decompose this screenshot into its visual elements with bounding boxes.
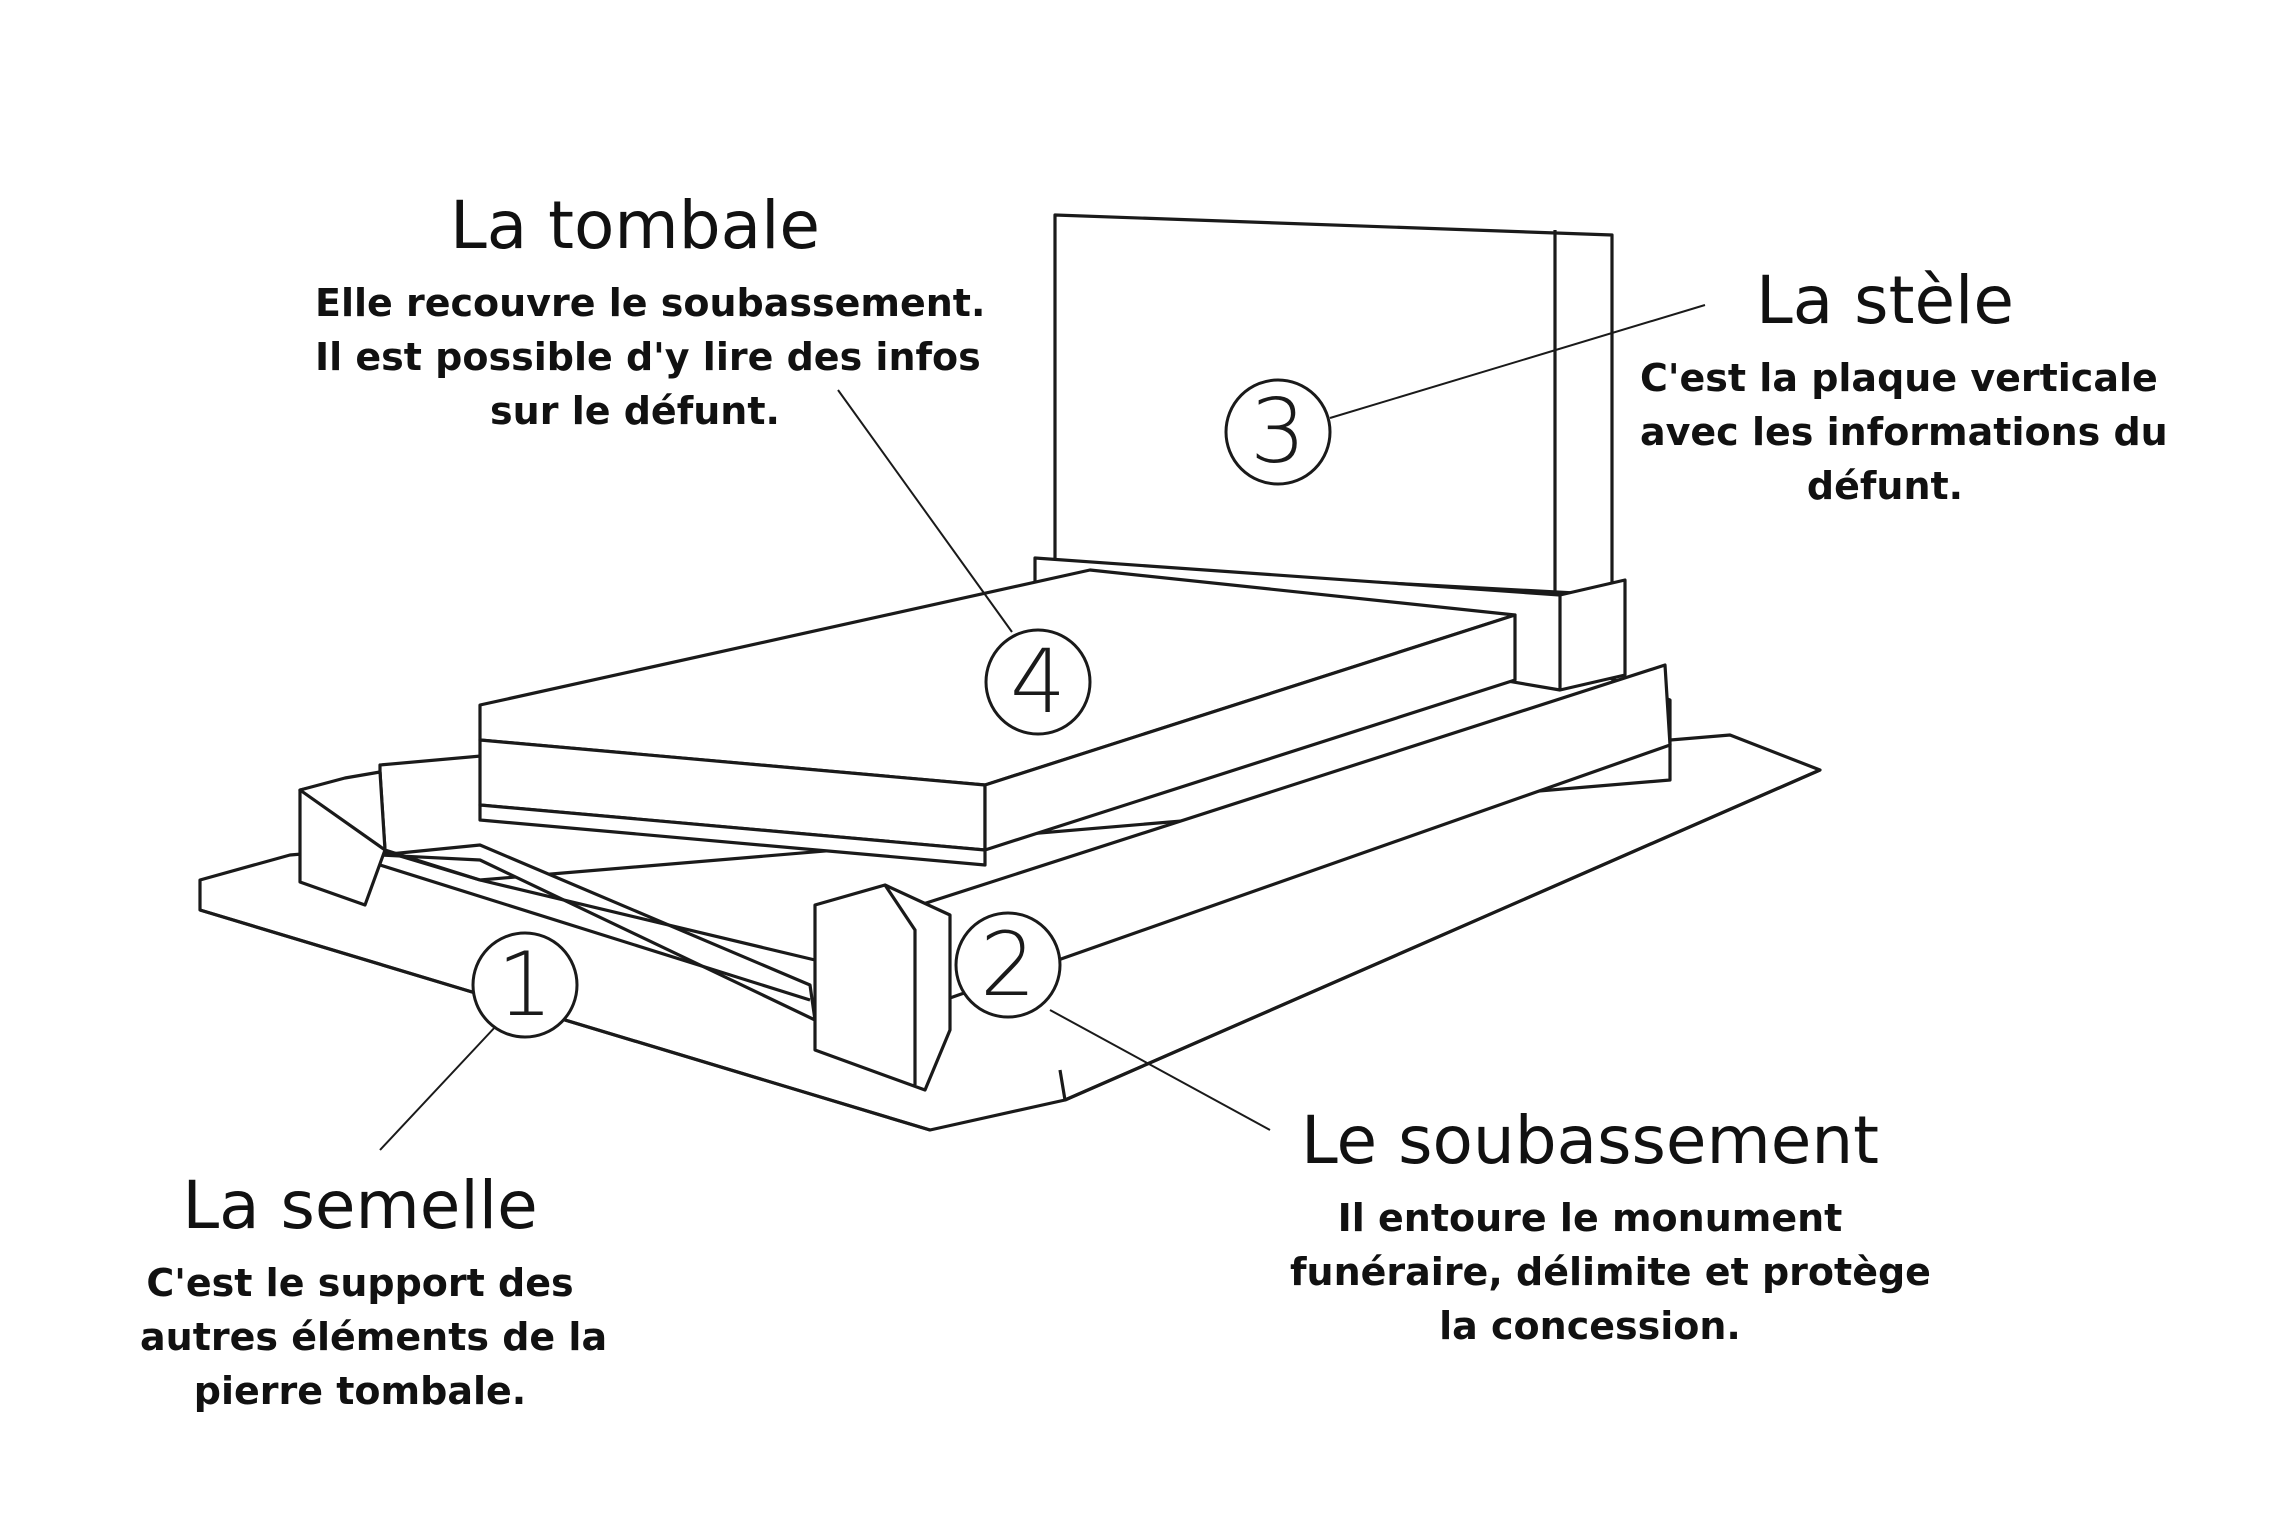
callout-soubassement: Le soubassement Il entoure le monument f… [1290,1102,1931,1354]
callout-soubassement-line: funéraire, délimite et protège [1290,1249,1931,1294]
marker-4: 4 [984,628,1092,736]
callout-tombale-line: sur le défunt. [490,388,780,433]
leader-lines [379,304,1706,1151]
callout-stele: La stèle C'est la plaque verticale avec … [1640,262,2168,514]
callout-stele-description: C'est la plaque verticale avec les infor… [1640,352,2168,514]
callout-stele-line: C'est la plaque verticale [1640,355,2158,400]
marker-3: 3 [1224,378,1332,486]
callout-semelle: La semelle C'est le support des autres é… [140,1167,608,1419]
callout-tombale-description: Elle recouvre le soubassement. Il est po… [315,277,986,439]
marker-2: 2 [954,911,1062,1019]
callout-stele-line: défunt. [1806,463,1964,508]
leader-tombale [837,389,1013,633]
callout-soubassement-line: Il entoure le monument [1337,1195,1843,1240]
callout-semelle-description: C'est le support des autres éléments de … [140,1257,608,1419]
callout-semelle-line: C'est le support des [146,1260,574,1305]
leader-soubassement [1049,1009,1271,1131]
callout-soubassement-description: Il entoure le monument funéraire, délimi… [1290,1192,1931,1354]
callout-soubassement-line: la concession. [1439,1303,1741,1348]
callout-semelle-title: La semelle [182,1167,538,1244]
callout-semelle-line: autres éléments de la [140,1314,608,1359]
leader-semelle [379,1024,498,1151]
callout-stele-line: avec les informations du [1640,409,2168,454]
callout-semelle-line: pierre tombale. [193,1368,527,1413]
leader-stele [1329,304,1706,419]
marker-1-label: 1 [497,933,553,1036]
marker-1: 1 [471,931,579,1039]
callout-soubassement-title: Le soubassement [1300,1102,1880,1179]
marker-3-label: 3 [1250,380,1306,483]
callout-tombale-title: La tombale [449,187,821,264]
marker-2-label: 2 [980,913,1036,1016]
callout-stele-title: La stèle [1755,262,2014,339]
callout-tombale: La tombale Elle recouvre le soubassement… [315,187,986,439]
marker-4-label: 4 [1010,630,1066,733]
callout-tombale-line: Elle recouvre le soubassement. [315,280,986,325]
callout-tombale-line: Il est possible d'y lire des infos [315,334,981,379]
